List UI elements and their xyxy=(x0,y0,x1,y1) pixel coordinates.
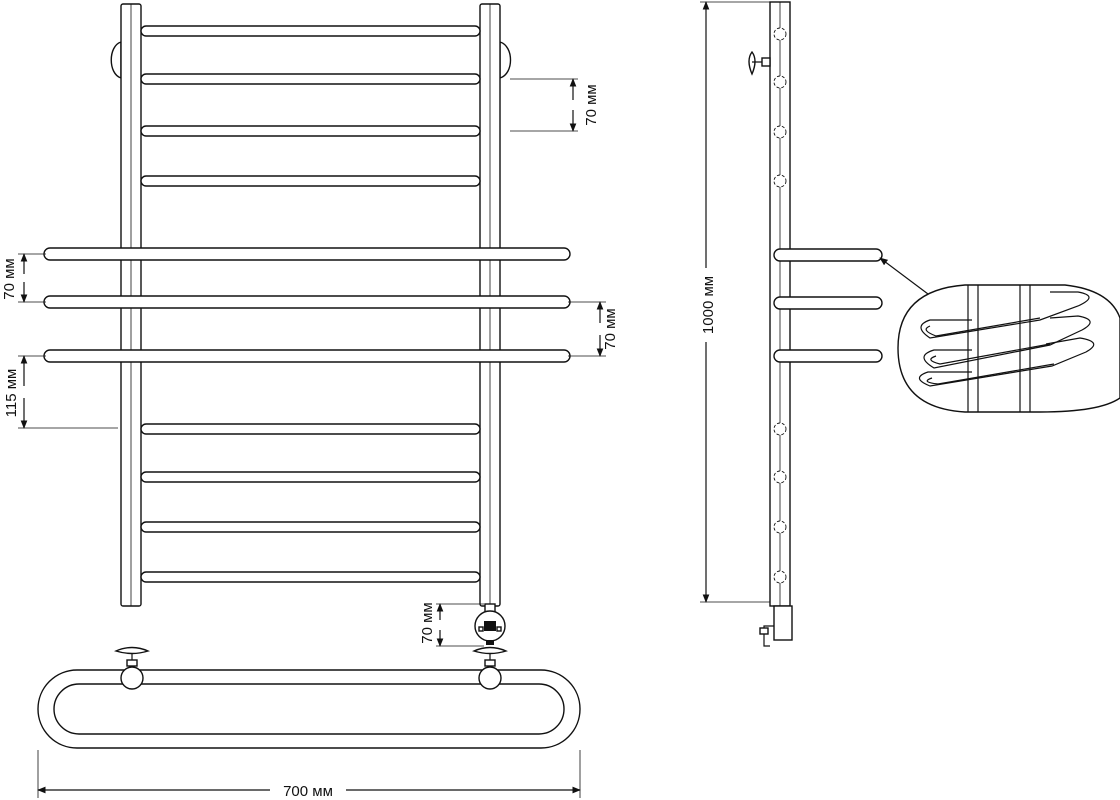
side-heater xyxy=(759,605,793,647)
rung xyxy=(140,423,481,435)
rungs-top xyxy=(140,25,481,187)
dim-top-spacing: 70 мм xyxy=(510,78,600,132)
dim-gap-lower: 115 мм xyxy=(3,355,118,429)
shelf-bar xyxy=(43,247,571,261)
rung xyxy=(140,571,481,583)
dim-heater-offset: 70 мм xyxy=(419,602,484,647)
side-shelf xyxy=(773,296,883,310)
shelf-bars xyxy=(43,247,571,363)
heating-element xyxy=(474,603,506,645)
rung xyxy=(140,175,481,187)
top-view: 700 мм xyxy=(37,646,581,800)
wall-mount-right xyxy=(499,41,512,79)
top-view-bracket-right xyxy=(472,646,508,690)
dim-label-gap-lower: 115 мм xyxy=(3,369,20,418)
dim-shelf-right: 70 мм xyxy=(568,301,619,357)
dim-label-shelf-right: 70 мм xyxy=(602,308,619,349)
top-view-bracket-left xyxy=(114,646,150,690)
side-shelves xyxy=(773,248,883,363)
dim-label-shelf-left: 70 мм xyxy=(1,258,18,299)
top-view-inner-loop xyxy=(53,683,565,735)
front-view: 70 мм 70 мм 70 мм 115 мм xyxy=(1,3,619,647)
shelf-detail-view xyxy=(897,284,1120,413)
dim-shelf-left: 70 мм xyxy=(1,253,46,303)
shelf-bar xyxy=(43,349,571,363)
rung xyxy=(140,471,481,483)
side-view: 1000 мм xyxy=(700,1,1120,647)
dim-label-width: 700 мм xyxy=(283,783,333,800)
dim-label-heater-offset: 70 мм xyxy=(419,602,436,643)
side-shelf xyxy=(773,349,883,363)
rung xyxy=(140,73,481,85)
shelf-bar xyxy=(43,295,571,309)
rung xyxy=(140,521,481,533)
side-shelf xyxy=(773,248,883,262)
side-rung-ends xyxy=(773,27,787,584)
dim-label-height: 1000 мм xyxy=(700,276,717,334)
rung xyxy=(140,25,481,37)
wall-mount-left xyxy=(110,41,122,79)
rungs-bottom xyxy=(140,423,481,583)
side-wall-bracket xyxy=(748,50,771,76)
rung xyxy=(140,125,481,137)
dim-label-top-spacing: 70 мм xyxy=(583,84,600,125)
